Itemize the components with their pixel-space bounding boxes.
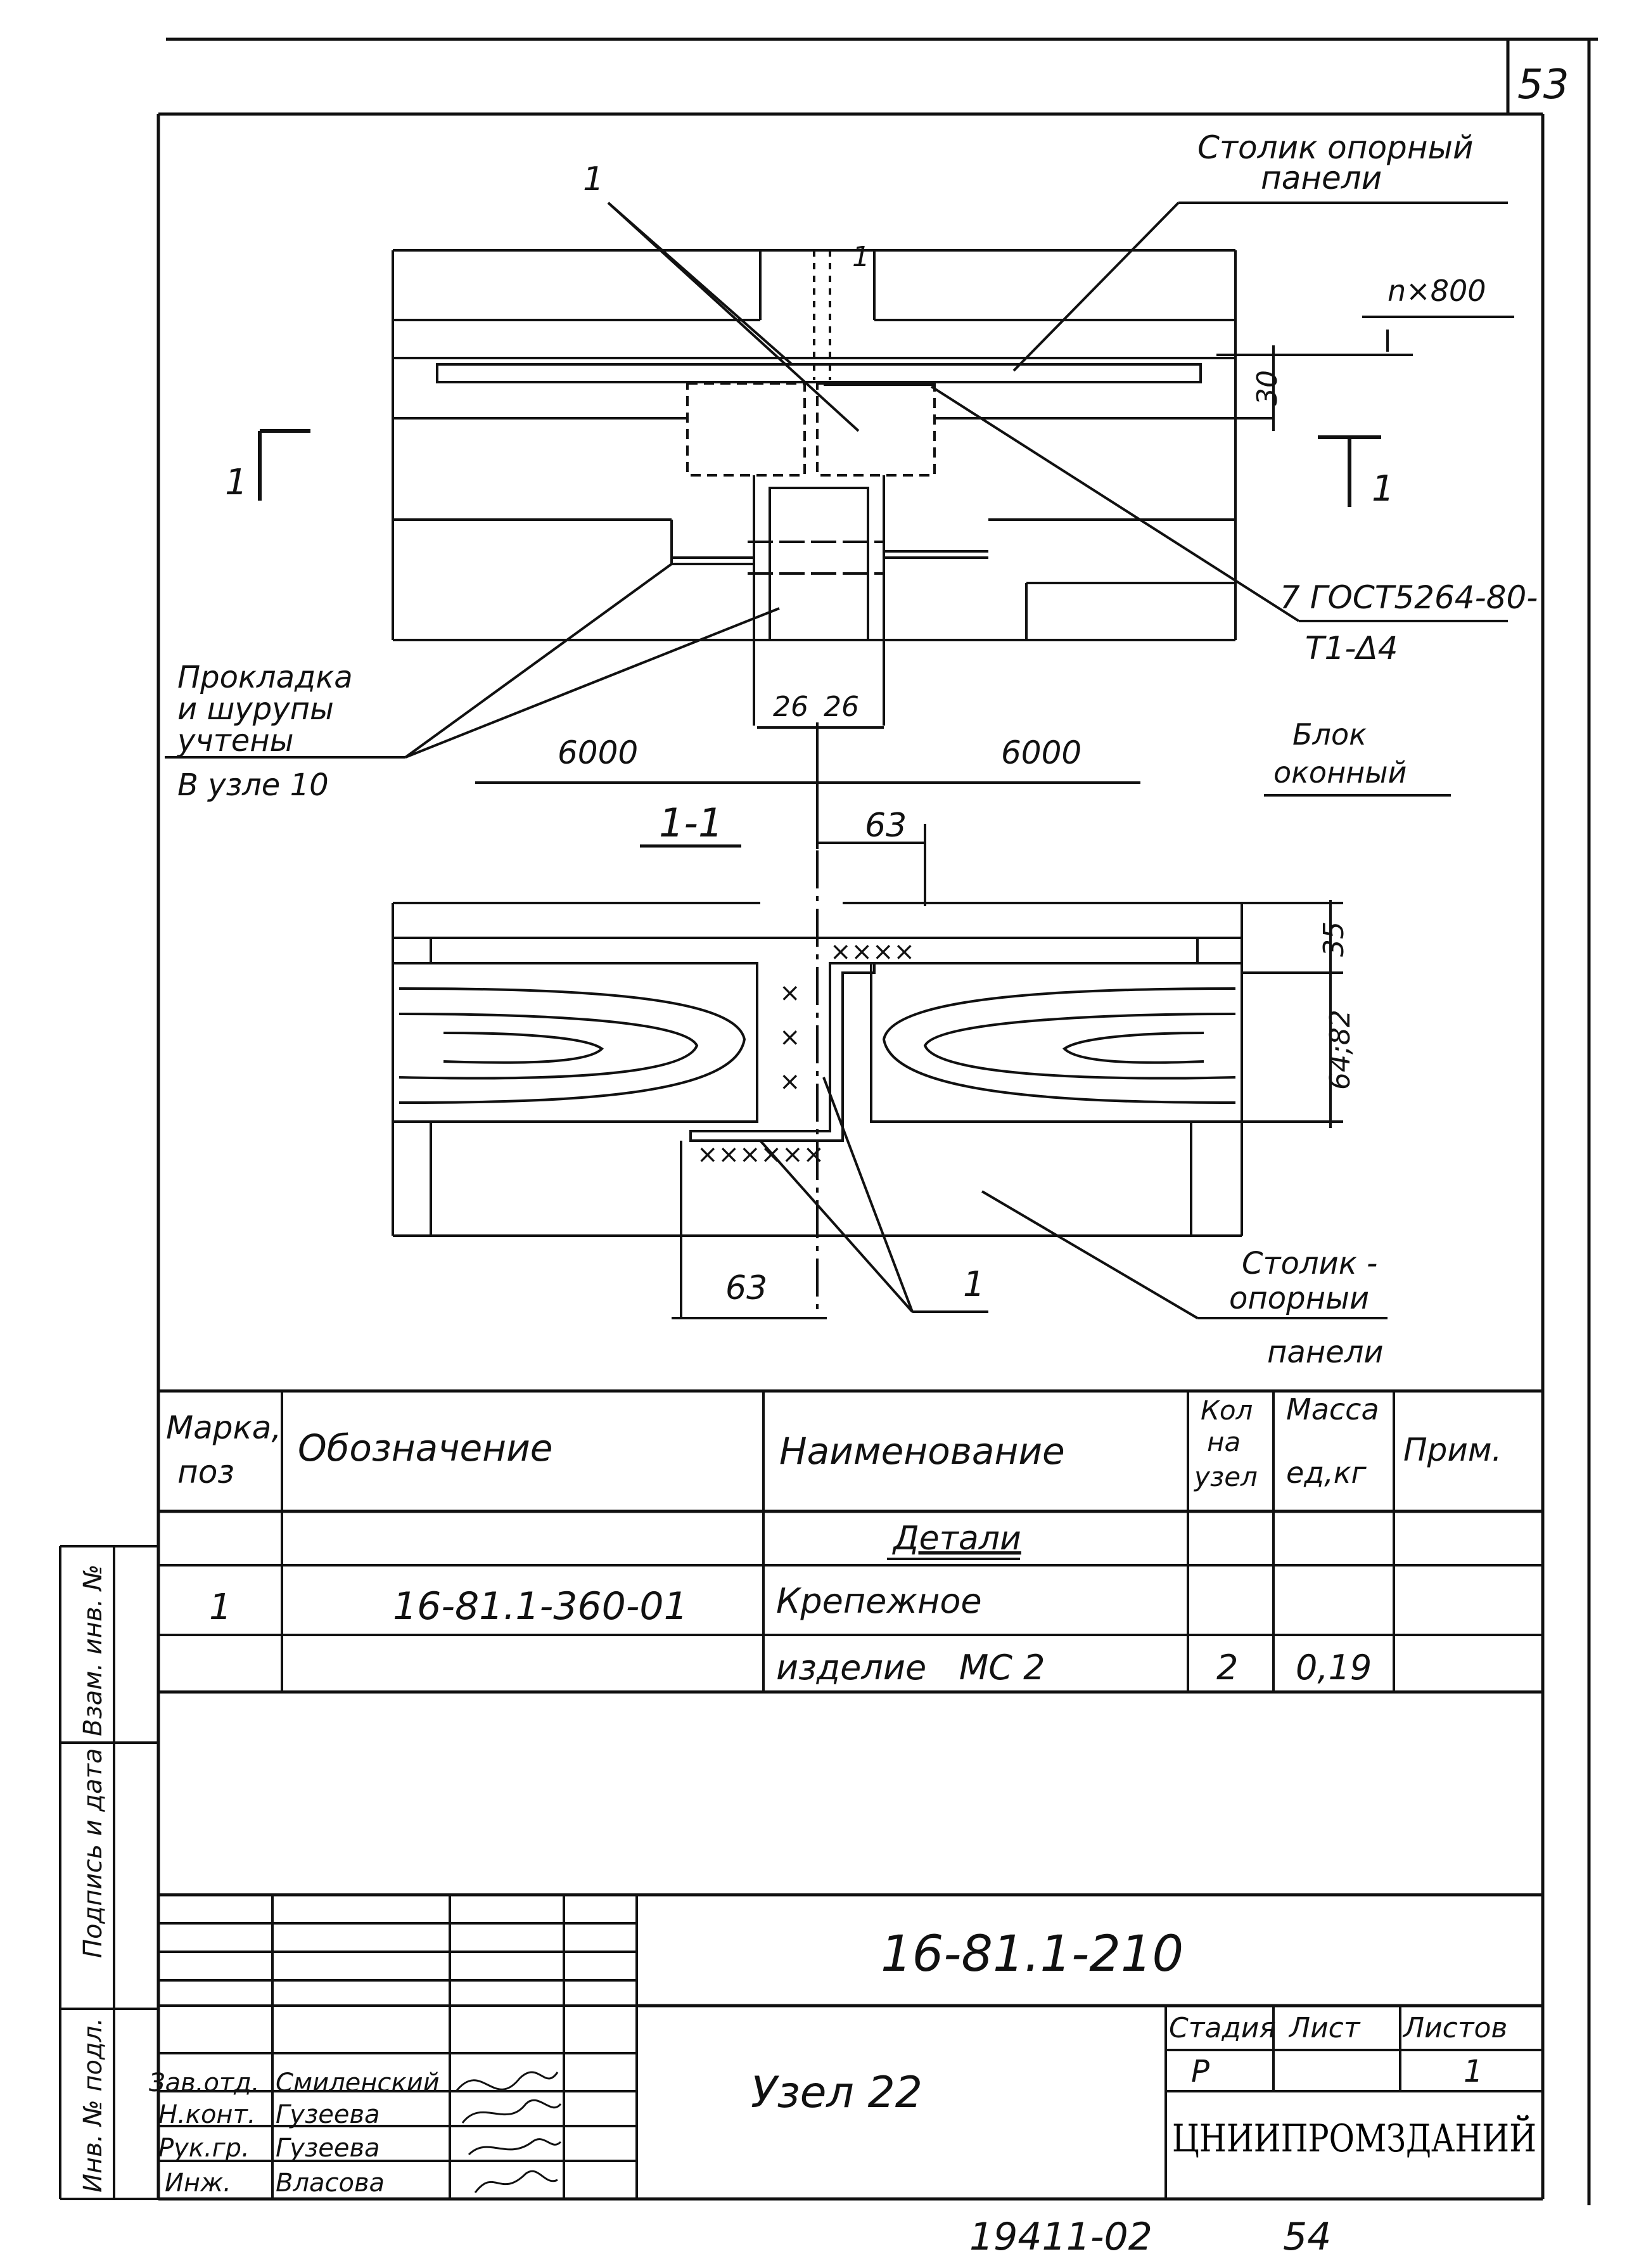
role-0: Зав.отд. — [149, 2068, 260, 2098]
dimension-30: 30 — [1251, 370, 1284, 406]
side-stamp-signature-date: Подпись и дата — [79, 1748, 108, 1958]
support-table-top-label-2: панели — [1261, 160, 1382, 196]
gasket-note-line-2: и шурупы — [177, 691, 334, 727]
side-stamp — [59, 1545, 158, 2200]
window-block-label-2: оконный — [1273, 755, 1407, 790]
role-1: Н.конт. — [158, 2100, 256, 2129]
section-title: 1-1 — [659, 800, 723, 846]
stage-header: Стадия — [1169, 2012, 1276, 2044]
support-table-top-label-1: Столик опорный — [1197, 129, 1473, 166]
drawing-title: Узел 22 — [751, 2068, 922, 2118]
organization-name: ЦНИИПРОМЗДАНИЙ — [1172, 2115, 1536, 2161]
row-2-name: изделие МС 2 — [776, 1648, 1045, 1688]
archive-number: 19411-02 — [969, 2215, 1152, 2259]
side-stamp-inv-original: Инв. № подл. — [79, 2018, 108, 2193]
gasket-note-line-3: учтены — [176, 723, 294, 759]
document-code: 16-81.1-210 — [881, 1926, 1183, 1983]
position-1-top-label: 1 — [583, 160, 604, 198]
side-stamp-replaces-inv: Взам. инв. № — [79, 1564, 108, 1736]
weld-hatch-bottom: ×××××× — [697, 1140, 824, 1169]
header-qty-2: на — [1207, 1426, 1241, 1458]
spec-table — [158, 1389, 1543, 1694]
dimension-6000-left: 6000 — [558, 734, 638, 771]
header-qty-3: узел — [1193, 1461, 1258, 1492]
weld-hatch-side-2: × — [779, 1023, 801, 1052]
section-mark-left: 1 — [225, 462, 248, 503]
page-number-bottom: 54 — [1283, 2215, 1331, 2259]
row-1-name: Крепежное — [776, 1581, 982, 1621]
support-table-bottom-label-1: Столик - — [1242, 1246, 1377, 1281]
plan-view — [165, 202, 1514, 849]
name-0: Смиленский — [276, 2068, 440, 2098]
section-view-labels: 1-1 63 35 64;82 63 1 Столик - опорныи па… — [646, 800, 1384, 1370]
n-x-800-label: n×800 — [1388, 274, 1486, 308]
dimension-26-left: 26 — [773, 691, 808, 723]
weld-hatch-side-3: × — [779, 1067, 801, 1096]
sheets-header: Листов — [1402, 2012, 1507, 2044]
header-mass-2: ед,кг — [1286, 1456, 1367, 1490]
spec-table-text: Марка, поз Обозначение Наименование Кол … — [166, 1392, 1502, 1688]
gasket-note-line-4: В узле 10 — [177, 767, 329, 803]
name-3: Власова — [276, 2169, 385, 2198]
dimension-63-top: 63 — [865, 807, 907, 845]
section-view: ×××× × × × ×××××× — [392, 792, 1388, 1319]
plan-view-labels: Столик опорный панели 1 1 n×800 30 1 1 7… — [176, 129, 1538, 803]
row-2-qty: 2 — [1216, 1648, 1238, 1688]
signature-1 — [461, 2099, 562, 2124]
name-1: Гузеева — [276, 2100, 380, 2129]
section-heading-details: Детали — [892, 1520, 1021, 1558]
header-name: Наименование — [779, 1430, 1065, 1473]
dimension-63-bottom: 63 — [725, 1269, 767, 1307]
title-block-text: 16-81.1-210 Узел 22 Зав.отд. Смиленский … — [149, 1926, 1536, 2198]
weld-symbol-line-1: 7 ГОСТ5264-80- — [1280, 579, 1538, 616]
signature-3 — [474, 2170, 558, 2193]
page-number-top: 53 — [1517, 61, 1569, 108]
header-designation: Обозначение — [298, 1426, 552, 1470]
dimension-6000-right: 6000 — [1001, 734, 1081, 771]
dimension-35: 35 — [1318, 921, 1350, 957]
position-1-center-label: 1 — [852, 241, 870, 273]
weld-symbol-line-2: Т1-Δ4 — [1305, 630, 1398, 667]
signature-0 — [455, 2071, 559, 2092]
row-2-mass: 0,19 — [1296, 1648, 1372, 1688]
signature-2 — [468, 2138, 562, 2156]
gasket-note-line-1: Прокладка — [177, 660, 353, 695]
title-block — [158, 1893, 1543, 2199]
dimension-26-right: 26 — [824, 691, 859, 723]
section-mark-right: 1 — [1372, 468, 1394, 509]
support-table-bottom-label-2: опорныи — [1229, 1281, 1369, 1316]
weld-hatch-side-1: × — [779, 978, 801, 1008]
row-1-mark: 1 — [209, 1587, 232, 1628]
name-2: Гузеева — [276, 2134, 380, 2163]
support-table-bottom-label-3: панели — [1267, 1335, 1384, 1370]
sheet-header: Лист — [1288, 2012, 1361, 2044]
role-2: Рук.гр. — [158, 2134, 250, 2163]
header-mark-1: Марка, — [166, 1409, 281, 1446]
weld-hatch-top: ×××× — [830, 937, 915, 966]
header-mass-1: Масса — [1286, 1392, 1379, 1426]
row-1-designation: 16-81.1-360-01 — [393, 1584, 688, 1629]
stage-value: Р — [1191, 2054, 1209, 2089]
header-note: Прим. — [1403, 1432, 1502, 1468]
sheets-total-value: 1 — [1464, 2054, 1483, 2089]
position-1-section-label: 1 — [963, 1264, 985, 1304]
role-3: Инж. — [165, 2169, 231, 2198]
sheet-frame — [156, 37, 1598, 2205]
dimension-64-82: 64;82 — [1324, 1009, 1356, 1090]
window-block-label-1: Блок — [1292, 717, 1367, 752]
header-mark-2: поз — [177, 1454, 234, 1490]
header-qty-1: Кол — [1201, 1395, 1253, 1426]
